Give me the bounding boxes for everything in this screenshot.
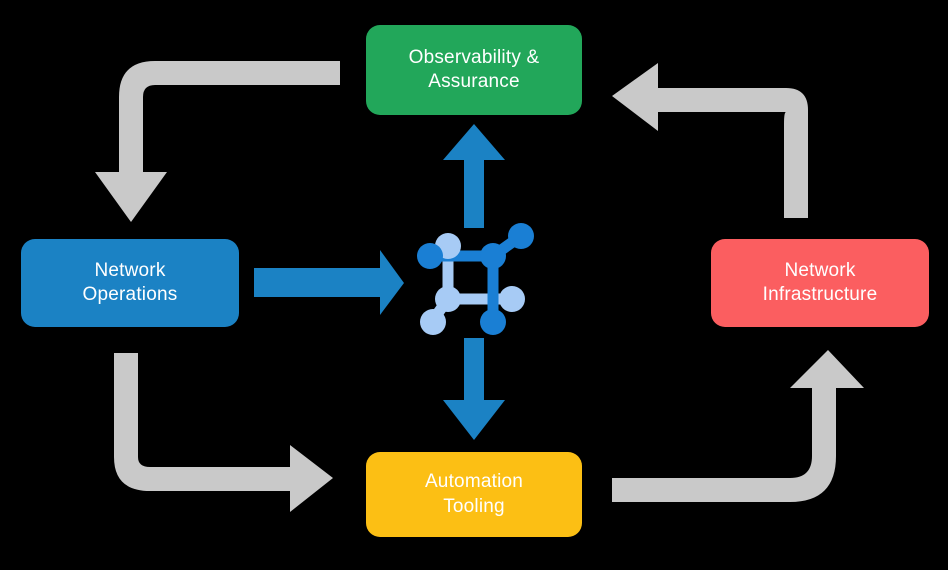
node-label: Network Operations: [82, 259, 178, 305]
node-label: Automation Tooling: [424, 471, 524, 517]
node-network-operations[interactable]: Network Operations: [21, 239, 239, 327]
arrow-network-operations-to-hub: [254, 250, 404, 315]
arrow-automation-tooling-to-network-infrastructure: [612, 350, 864, 502]
node-network-infrastructure[interactable]: Network Infrastructure: [711, 239, 929, 327]
arrow-hub-to-automation-tooling: [443, 338, 505, 440]
arrow-hub-to-observability: [443, 124, 505, 228]
node-label: Observability & Assurance: [408, 46, 540, 92]
arrow-observability-to-network-operations: [95, 61, 340, 222]
node-observability-and-assurance[interactable]: Observability & Assurance: [366, 25, 582, 115]
node-automation-tooling[interactable]: Automation Tooling: [366, 452, 582, 537]
arrow-network-operations-to-automation-tooling: [114, 353, 333, 512]
node-label: Network Infrastructure: [762, 259, 878, 305]
arrow-network-infrastructure-to-observability: [612, 63, 808, 218]
